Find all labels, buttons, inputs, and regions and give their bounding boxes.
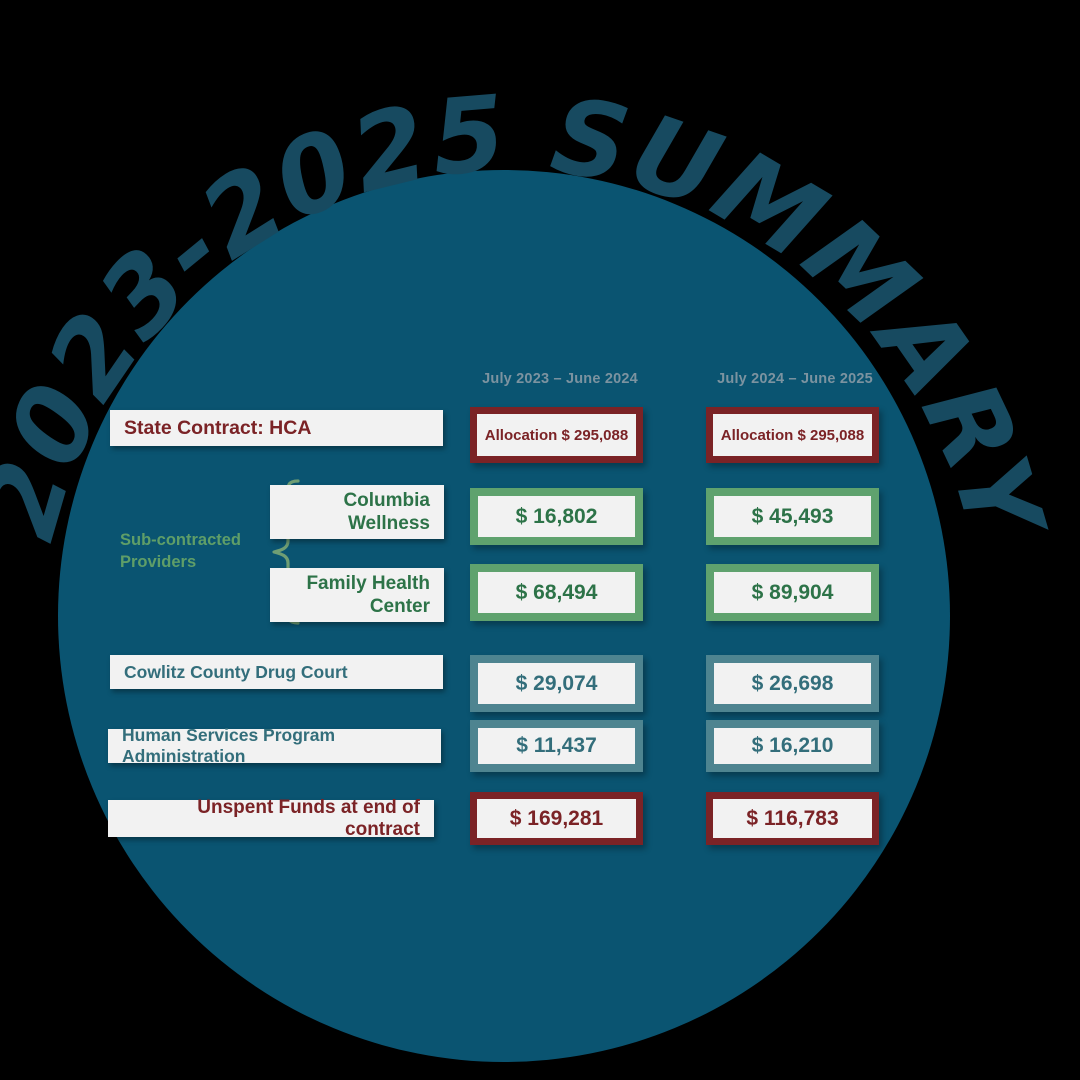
label-line-1: Columbia	[343, 490, 430, 511]
value-unspent-funds-year1[interactable]: $ 169,281	[470, 792, 643, 845]
value-columbia-wellness-year1[interactable]: $ 16,802	[470, 488, 643, 545]
value-family-health-center-year2[interactable]: $ 89,904	[706, 564, 879, 621]
value-cowlitz-county-drug-court-year2[interactable]: $ 26,698	[706, 655, 879, 712]
row-label-cowlitz-county-drug-court[interactable]: Cowlitz County Drug Court	[110, 655, 443, 689]
value-state-contract-hca-year1[interactable]: Allocation $ 295,088	[470, 407, 643, 463]
value-text: $ 29,074	[478, 663, 635, 704]
caption-line-2: Providers	[120, 553, 197, 571]
value-cowlitz-county-drug-court-year1[interactable]: $ 29,074	[470, 655, 643, 712]
value-human-services-program-administration-year1[interactable]: $ 11,437	[470, 720, 643, 772]
value-text: $ 16,210	[714, 728, 871, 764]
value-text: $ 45,493	[714, 496, 871, 537]
label-text: State Contract: HCA	[124, 416, 312, 439]
row-label-columbia-wellness[interactable]: Columbia Wellness	[270, 485, 444, 539]
label-text: Cowlitz County Drug Court	[124, 661, 348, 682]
value-text: $ 16,802	[478, 496, 635, 537]
value-text: Allocation $ 295,088	[477, 414, 636, 456]
caption-line-1: Sub-contracted	[120, 531, 242, 549]
value-text: $ 68,494	[478, 572, 635, 613]
row-label-state-contract-hca[interactable]: State Contract: HCA	[110, 410, 443, 446]
value-text: $ 116,783	[713, 799, 872, 838]
row-label-unspent-funds[interactable]: Unspent Funds at end of contract	[108, 797, 434, 840]
subcontracted-providers-caption: Sub-contracted Providers	[120, 529, 270, 573]
value-state-contract-hca-year2[interactable]: Allocation $ 295,088	[706, 407, 879, 463]
row-label-family-health-center[interactable]: Family Health Center	[270, 568, 444, 622]
column-header-year2: July 2024 – June 2025	[717, 371, 873, 387]
value-columbia-wellness-year2[interactable]: $ 45,493	[706, 488, 879, 545]
value-unspent-funds-year2[interactable]: $ 116,783	[706, 792, 879, 845]
value-text: $ 89,904	[714, 572, 871, 613]
value-text: $ 11,437	[478, 728, 635, 764]
label-text: Family Health Center	[284, 572, 430, 618]
label-line-2: Center	[369, 596, 430, 617]
value-human-services-program-administration-year2[interactable]: $ 16,210	[706, 720, 879, 772]
row-label-human-services-program-administration[interactable]: Human Services Program Administration	[108, 725, 441, 766]
column-header-year1: July 2023 – June 2024	[482, 371, 638, 387]
value-text: Allocation $ 295,088	[713, 414, 872, 456]
value-family-health-center-year1[interactable]: $ 68,494	[470, 564, 643, 621]
value-text: $ 26,698	[714, 663, 871, 704]
label-text: Human Services Program Administration	[122, 725, 336, 766]
label-line-1: Family Health	[306, 573, 430, 594]
label-text: Columbia Wellness	[284, 489, 430, 535]
label-text: Unspent Funds at end of contract	[197, 796, 420, 840]
value-text: $ 169,281	[477, 799, 636, 838]
label-line-2: Wellness	[347, 513, 430, 534]
